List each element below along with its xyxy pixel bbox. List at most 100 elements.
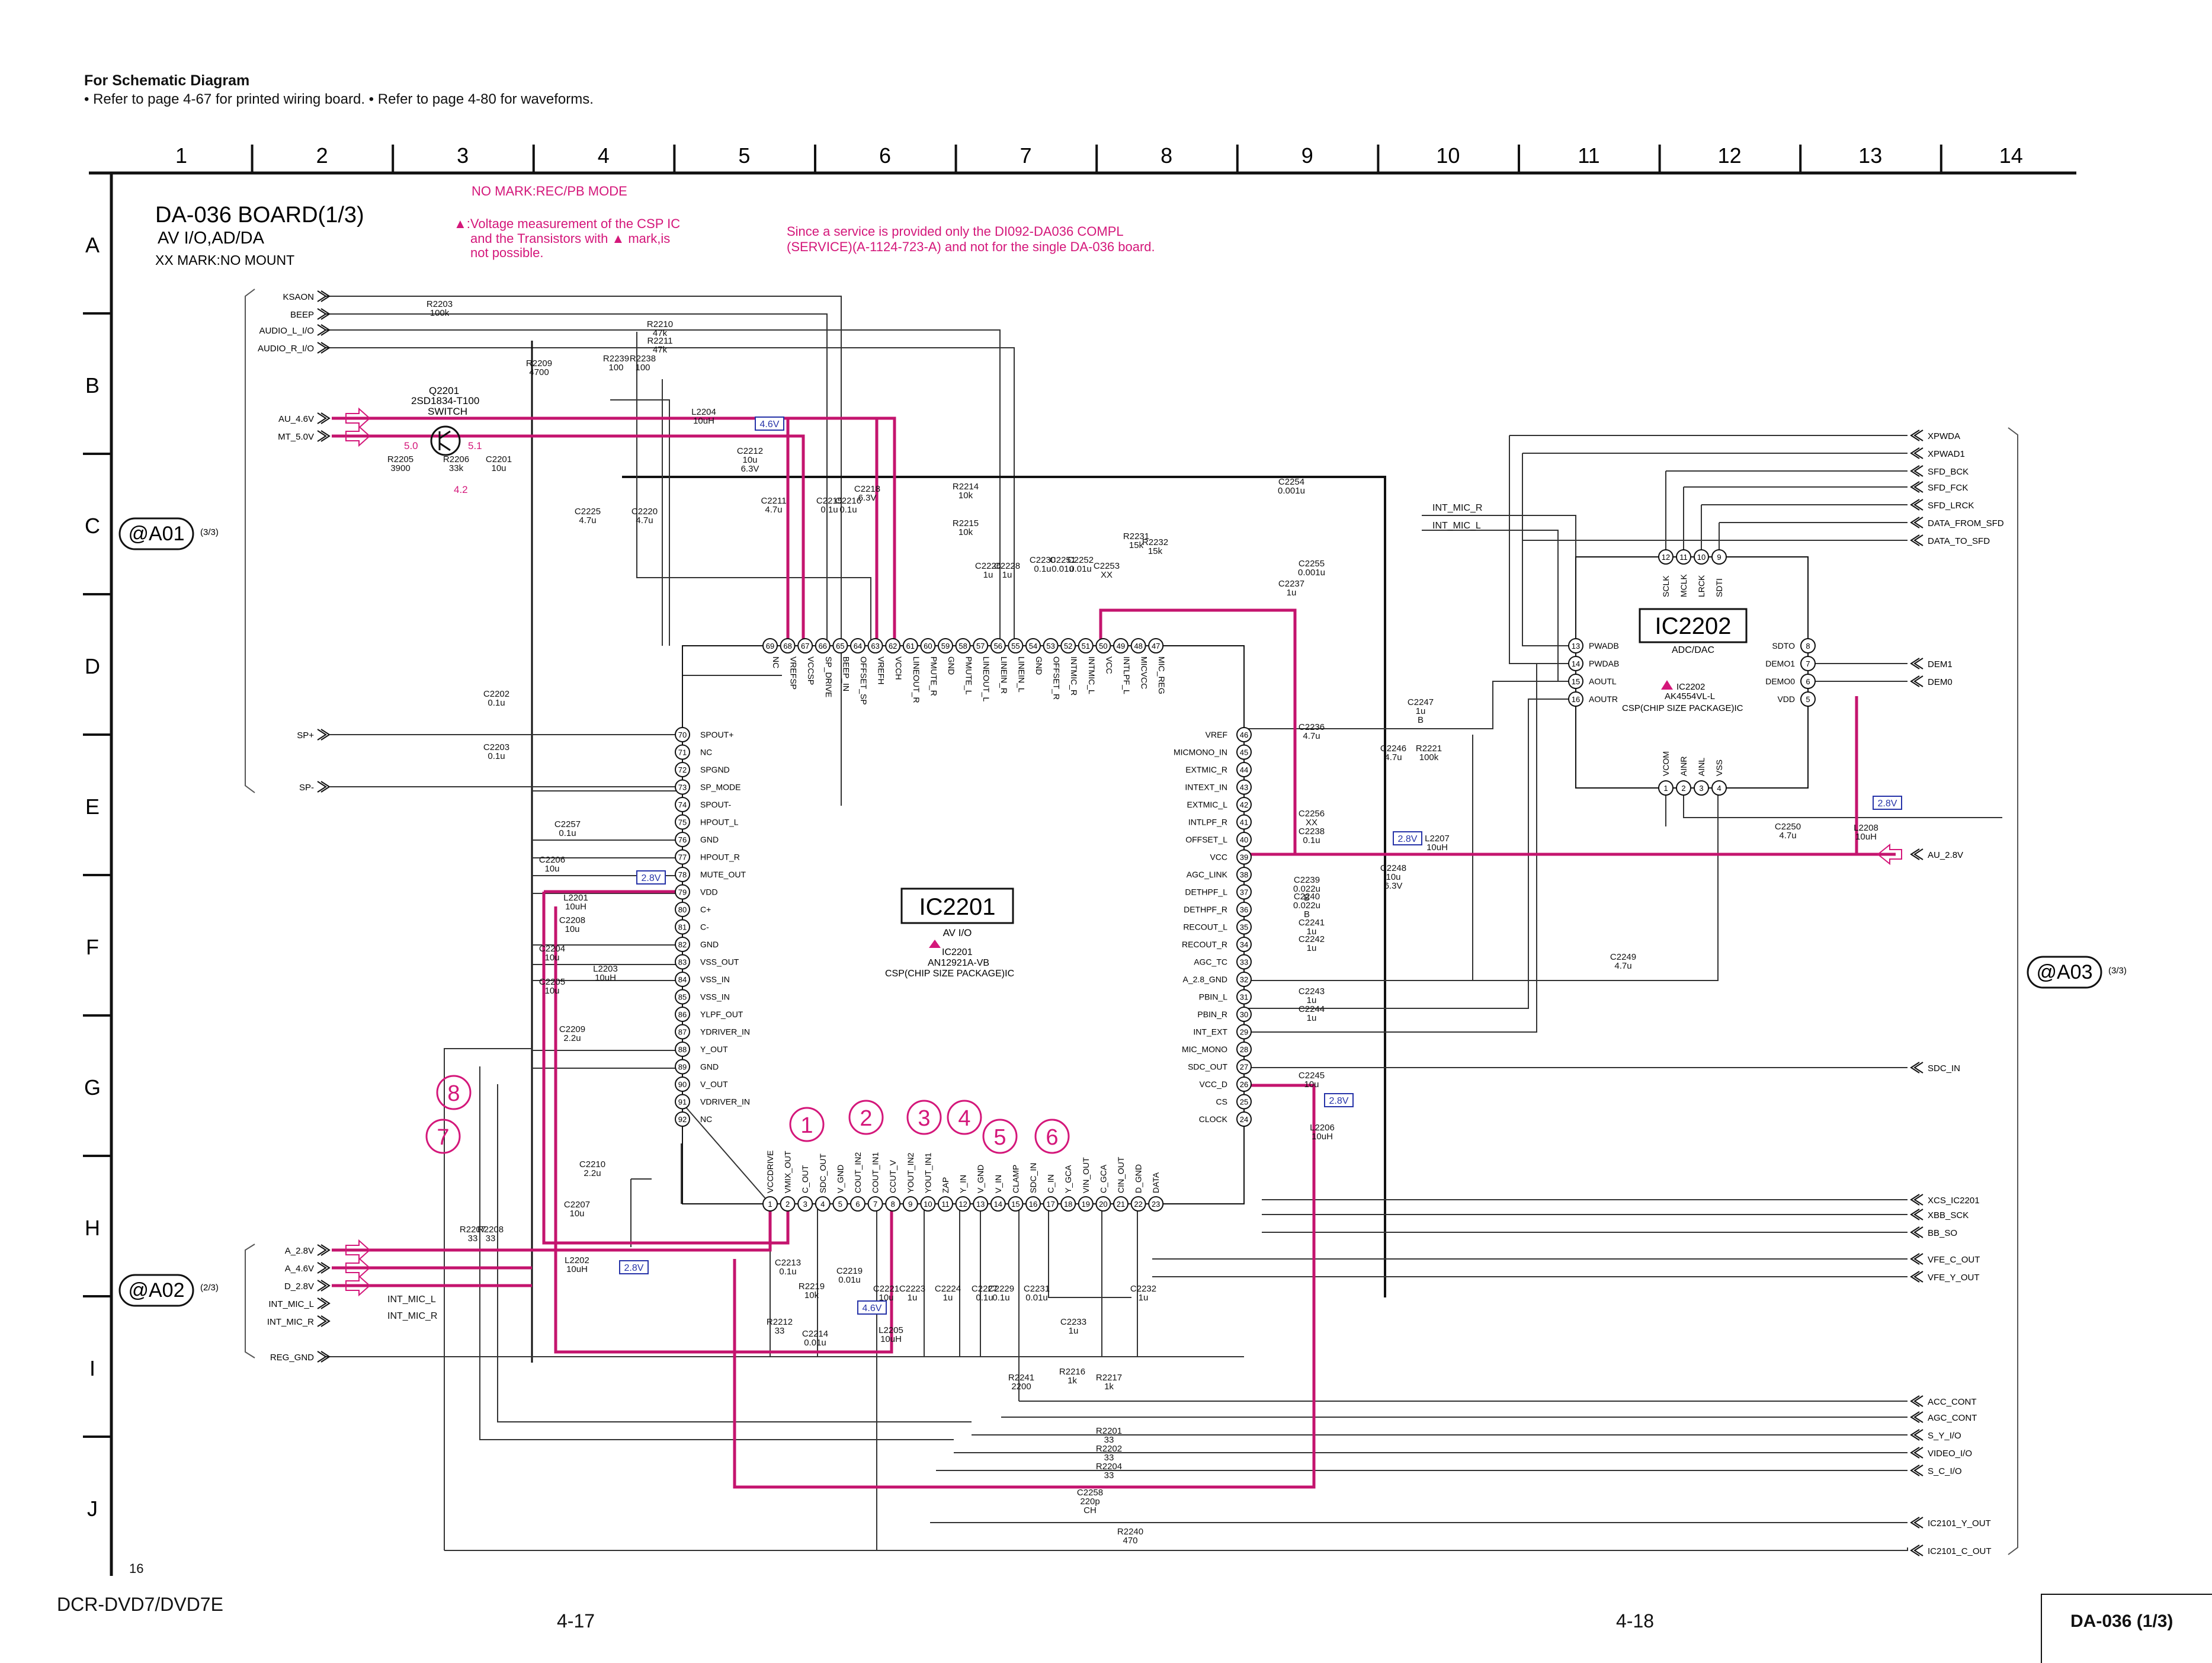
pin-offset_l bbox=[1236, 832, 1252, 847]
component-c2218: C2218 bbox=[854, 484, 880, 494]
component-c2210: C2210 bbox=[579, 1159, 605, 1169]
pin-number: 60 bbox=[924, 642, 932, 651]
component-c2232: 1u bbox=[1139, 1293, 1149, 1303]
component-c2255: C2255 bbox=[1299, 559, 1325, 569]
component-r2211: R2211 bbox=[647, 336, 672, 346]
pin-pwadb bbox=[1568, 638, 1583, 653]
pin-ylpf_out bbox=[675, 1007, 690, 1022]
component-c2246: 4.7u bbox=[1384, 752, 1402, 762]
ic2201-right-pin-label: CS bbox=[1216, 1097, 1227, 1107]
component-c2236: C2236 bbox=[1299, 722, 1325, 732]
pin-number: 1 bbox=[1663, 784, 1668, 793]
pin-v_gnd bbox=[973, 1196, 989, 1212]
voltage-tags: 4.6V2.8V2.8V2.8V2.8V2.8V4.6V bbox=[619, 416, 1902, 1315]
component-c2241: 1u bbox=[1307, 927, 1317, 937]
pin-beep_in bbox=[832, 638, 848, 653]
board-subtitle: AV I/O,AD/DA bbox=[158, 229, 265, 248]
pin-number: 21 bbox=[1117, 1200, 1125, 1209]
pin-pmute_r bbox=[920, 638, 936, 653]
component-l2208: L2208 bbox=[1854, 823, 1878, 833]
component-r2217: 1k bbox=[1104, 1382, 1114, 1392]
ic2201-right-pin-label: PBIN_L bbox=[1199, 992, 1227, 1002]
ic2201-top-pin-label: OFFSET_R bbox=[1052, 656, 1062, 700]
right-bottom-signal-9: S_C_I/O bbox=[1928, 1466, 1962, 1476]
waveform-marker-5 bbox=[982, 1119, 1018, 1154]
component-c2242: C2242 bbox=[1299, 934, 1325, 944]
component-r2211: 47k bbox=[653, 345, 668, 355]
ic2201-left-pin-label: SPGND bbox=[700, 765, 730, 774]
component-c2256: C2256 bbox=[1299, 809, 1325, 819]
pin-number: 86 bbox=[678, 1010, 687, 1019]
pin-number: 5 bbox=[1806, 695, 1810, 704]
a02-signal-5: REG_GND bbox=[270, 1353, 314, 1363]
waveform-marker-2 bbox=[848, 1100, 884, 1135]
component-c2212: C2212 bbox=[737, 446, 763, 456]
pin-ainl bbox=[1694, 780, 1709, 796]
pin-mic_mono bbox=[1236, 1042, 1252, 1057]
component-c2204: 10u bbox=[544, 953, 559, 963]
ic2201-right-pin-label: VREF bbox=[1206, 730, 1227, 739]
pin-vcc bbox=[1236, 849, 1252, 865]
pin-lrck bbox=[1694, 549, 1709, 565]
component-c2211: 4.7u bbox=[765, 505, 782, 515]
component-c2215: 0.1u bbox=[820, 505, 838, 515]
ic2201-left-pin-label: Y_OUT bbox=[700, 1044, 728, 1054]
ic2201-right-pin-label: OFFSET_L bbox=[1185, 835, 1227, 844]
voltage-tag-text: 2.8V bbox=[642, 873, 661, 883]
pin-int_ext bbox=[1236, 1024, 1252, 1040]
pin-agc_link bbox=[1236, 867, 1252, 882]
pin-number: 79 bbox=[678, 888, 687, 897]
component-c2258: CH bbox=[1083, 1505, 1097, 1515]
voltage-note-3: not possible. bbox=[470, 245, 544, 260]
pin-number: 23 bbox=[1152, 1200, 1160, 1209]
a02-signal-4: INT_MIC_R bbox=[267, 1317, 314, 1327]
component-r2212: 33 bbox=[775, 1326, 785, 1336]
pin-number: 15 bbox=[1011, 1200, 1020, 1209]
pin-number: 62 bbox=[889, 642, 897, 651]
grid-col-8: 8 bbox=[1161, 143, 1172, 168]
component-r2203: 100k bbox=[430, 308, 450, 318]
ic2201-warning-icon bbox=[929, 940, 941, 948]
pin-vdriver_in bbox=[675, 1094, 690, 1110]
ic2201-bottom-pin-label: V_GND bbox=[976, 1165, 985, 1193]
component-r2207: 33 bbox=[468, 1233, 478, 1244]
component-c2205: C2205 bbox=[539, 977, 565, 987]
component-l2204: L2204 bbox=[691, 407, 716, 417]
component-r2204: R2204 bbox=[1096, 1462, 1122, 1472]
pin-number: 18 bbox=[1064, 1200, 1072, 1209]
ic2202-top-pin-label: MCLK bbox=[1679, 573, 1688, 597]
component-r2221: 100k bbox=[1419, 752, 1439, 762]
component-c2255: 0.001u bbox=[1298, 568, 1325, 578]
pin-number: 84 bbox=[678, 975, 687, 984]
pin-ydriver_in bbox=[675, 1024, 690, 1040]
a02-signal-3: INT_MIC_L bbox=[268, 1299, 314, 1309]
component-r2240: R2240 bbox=[1117, 1527, 1143, 1537]
component-c2247: 1u bbox=[1416, 706, 1426, 716]
pin-vcc_d bbox=[1236, 1076, 1252, 1092]
component-c2213: C2213 bbox=[775, 1258, 801, 1268]
pin-sdti bbox=[1711, 549, 1727, 565]
component-labels: R2203100kR221047kR221147kR22094700R22391… bbox=[387, 299, 1878, 1546]
power-nets bbox=[332, 416, 1896, 1489]
ic2201-left-pin-label: SPOUT+ bbox=[700, 730, 733, 739]
ic2201-bottom-pin-label: VIN_OUT bbox=[1081, 1157, 1091, 1193]
pin-number: 14 bbox=[994, 1200, 1002, 1209]
ic2201-bottom-pin-label: D_GND bbox=[1134, 1164, 1143, 1193]
voltage-tag-v1 bbox=[755, 416, 784, 431]
pin-zap bbox=[938, 1196, 953, 1212]
voltage-tag-text: 2.8V bbox=[1329, 1096, 1349, 1106]
component-c2253: C2253 bbox=[1094, 561, 1120, 571]
q2201-v1: 5.0 bbox=[404, 440, 418, 451]
component-l2207: L2207 bbox=[1425, 834, 1450, 844]
pin-number: 55 bbox=[1011, 642, 1020, 651]
pin-number: 46 bbox=[1240, 730, 1248, 739]
component-c2220: C2220 bbox=[631, 507, 658, 517]
right-mid-signal-0: DEM1 bbox=[1928, 659, 1953, 669]
component-c2204: C2204 bbox=[539, 944, 565, 954]
ic2201-left-pin-label: HPOUT_L bbox=[700, 818, 739, 827]
pin-vcch bbox=[885, 638, 901, 653]
component-r2219: 10k bbox=[804, 1290, 819, 1300]
pin-number: 59 bbox=[941, 642, 950, 651]
ic2201-right-pin-label: CLOCK bbox=[1199, 1114, 1228, 1124]
q2201-role: SWITCH bbox=[428, 406, 467, 417]
